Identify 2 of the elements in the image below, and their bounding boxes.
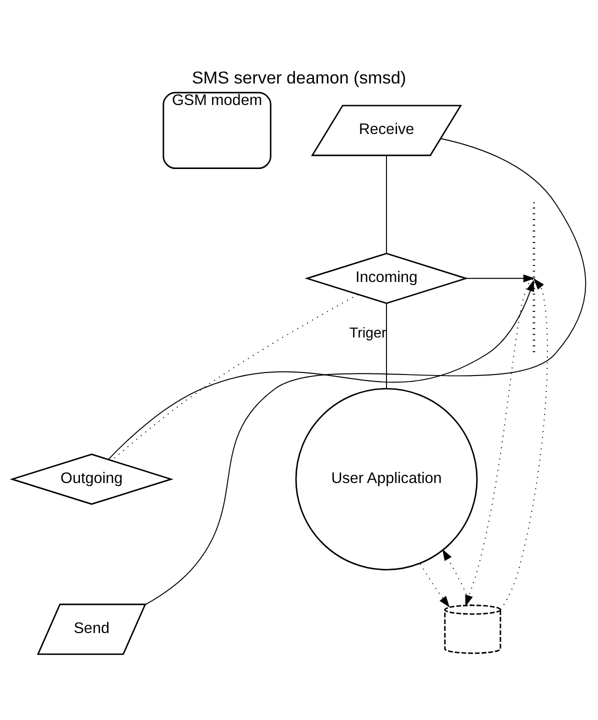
diagram-title: SMS server deamon (smsd) [192,67,406,88]
edge-label: Triger [349,325,386,342]
